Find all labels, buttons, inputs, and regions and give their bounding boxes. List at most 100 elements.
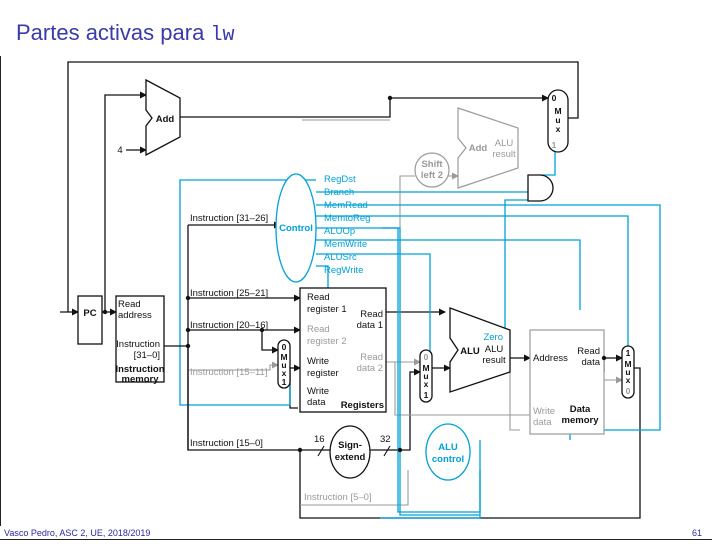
imem-address-label: address <box>118 310 152 321</box>
signal-alusrc: ALUSrc <box>324 252 357 263</box>
reg-data-label: data <box>307 397 326 408</box>
add-branch-alu-label: ALU <box>495 138 514 149</box>
pcsrc-mux-x: x <box>556 124 561 134</box>
alusrc-mux-x: x <box>424 379 429 389</box>
data-memory <box>529 329 605 435</box>
memtoreg-mux-x: x <box>626 375 631 385</box>
alusrc-mux-u: u <box>423 371 428 381</box>
regdst-mux-0: 0 <box>282 342 287 352</box>
alu-control-label-1: ALU <box>438 442 458 453</box>
imem-bits-label: [31–0] <box>134 350 160 361</box>
zero-label: Zero <box>483 332 503 343</box>
frame-bottom <box>0 539 712 540</box>
instr-15-11-label: Instruction [15–11] <box>190 367 267 378</box>
memtoreg-mux <box>621 345 635 399</box>
signal-memread: MemRead <box>324 200 368 211</box>
shift-left-2 <box>414 152 450 188</box>
dmem-name-1: Data <box>570 404 591 415</box>
main-alu <box>449 307 511 393</box>
dmem-write-label: Write <box>533 406 555 417</box>
const-four: 4 <box>117 145 122 156</box>
reg-writedata-label: Write <box>307 386 329 397</box>
signal-memwrite: MemWrite <box>324 239 367 250</box>
signal-memtoreg: MemtoReg <box>324 213 370 224</box>
dmem-data-label: data <box>582 357 601 368</box>
junction-dots <box>102 95 607 453</box>
bits-16-label: 16 <box>314 434 325 445</box>
instruction-memory <box>115 295 165 383</box>
memtoreg-mux-1: 1 <box>626 348 631 358</box>
pcsrc-mux-u: u <box>555 115 560 125</box>
dmem-read-label: Read <box>577 346 600 357</box>
register-file <box>299 287 387 413</box>
add-branch <box>457 107 519 189</box>
reg-data2-label: data 2 <box>357 363 383 374</box>
memtoreg-mux-0: 0 <box>626 386 631 396</box>
imem-name-1: Instruction <box>115 364 164 375</box>
and-gate <box>527 174 554 202</box>
frame-left <box>0 56 1 526</box>
reg-register1-label: register 1 <box>307 304 347 315</box>
pcsrc-mux-0: 0 <box>552 93 557 103</box>
memtoreg-mux-u: u <box>625 367 630 377</box>
add-branch-label: Add <box>469 143 488 154</box>
pcsrc-mux <box>547 89 569 153</box>
imem-name-2: memory <box>122 374 160 385</box>
reg-readdata2-label: Read <box>360 352 383 363</box>
memtoreg-mux-m: M <box>624 359 631 369</box>
shift-label-1: Shift <box>421 159 443 170</box>
imem-read-label: Read <box>118 299 141 310</box>
reg-read1-label: Read <box>307 292 330 303</box>
active-wires <box>60 61 641 519</box>
alusrc-mux-1: 1 <box>424 390 429 400</box>
imem-instruction-label: Instruction <box>116 339 160 350</box>
instr-25-21-label: Instruction [25–21] <box>190 288 268 299</box>
regdst-mux-u: u <box>281 360 286 370</box>
alu-result-alu-label: ALU <box>485 344 504 355</box>
alusrc-mux-0: 0 <box>424 352 429 362</box>
pc-register <box>77 295 103 345</box>
footer-author: Vasco Pedro, ASC 2, UE, 2018/2019 <box>4 528 151 538</box>
add-label: Add <box>156 114 175 125</box>
dmem-name-2: memory <box>562 415 600 426</box>
regdst-mux-1: 1 <box>282 377 287 387</box>
alu-result-label: result <box>482 355 506 366</box>
add-branch-result-label: result <box>492 149 516 160</box>
sign-extend-label-1: Sign- <box>338 440 362 451</box>
alu-control-label-2: control <box>432 454 464 465</box>
registers-label: Registers <box>341 400 384 411</box>
title-code: lw <box>210 24 235 47</box>
pcsrc-mux-1: 1 <box>552 140 557 150</box>
control-signal-labels: RegDst Branch MemRead MemtoReg ALUOp Mem… <box>324 174 370 276</box>
pc-label: PC <box>83 308 96 319</box>
reg-register-label: register <box>307 368 339 379</box>
sign-extend <box>329 425 371 479</box>
reg-write-label: Write <box>307 356 329 367</box>
add-pc4 <box>145 78 181 157</box>
regdst-mux <box>277 339 291 389</box>
reg-data1-label: data 1 <box>357 320 383 331</box>
signal-branch: Branch <box>324 187 354 198</box>
instr-15-0-label: Instruction [15–0] <box>190 438 263 449</box>
signal-regdst: RegDst <box>324 174 356 185</box>
slide-title: Partes activas para lw <box>16 20 234 47</box>
reg-readdata1-label: Read <box>360 309 383 320</box>
instr-20-16-label: Instruction [20–16] <box>190 320 268 331</box>
instr-5-0-label: Instruction [5–0] <box>304 492 372 503</box>
reg-register2-label: register 2 <box>307 336 347 347</box>
dmem-writedata-label: data <box>533 417 552 428</box>
sign-extend-label-2: extend <box>335 452 366 463</box>
title-text: Partes activas para <box>16 20 211 45</box>
pcsrc-mux-m: M <box>554 106 561 116</box>
reg-read2-label: Read <box>307 324 330 335</box>
alu-control <box>425 423 471 481</box>
signal-regwrite: RegWrite <box>324 265 363 276</box>
signal-aluop: ALUOp <box>324 226 355 237</box>
shift-label-2: left 2 <box>421 170 443 181</box>
alusrc-mux-m: M <box>422 363 429 373</box>
control-label: Control <box>279 223 313 234</box>
instr-31-26-label: Instruction [31–26] <box>190 213 268 224</box>
page-number: 61 <box>691 528 702 538</box>
